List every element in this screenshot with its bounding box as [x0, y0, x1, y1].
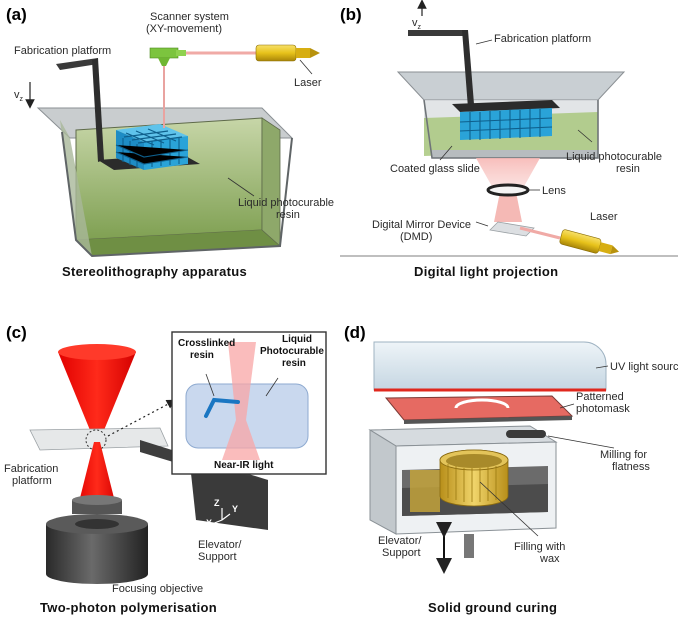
sgc-elevator-label-1: Elevator/	[378, 535, 422, 547]
panel-b-letter: (b)	[340, 5, 362, 24]
dlp-optics	[476, 158, 561, 240]
sla-scanner-label-1: Scanner system	[150, 11, 229, 23]
sgc-elevator-shaft	[464, 534, 474, 558]
tpp-focal-spot	[85, 429, 107, 451]
dlp-laser-label: Laser	[590, 211, 618, 223]
dlp-dmd	[489, 221, 535, 237]
tpp-elevator-label-1: Elevator/	[198, 539, 242, 551]
sgc-milling-label-2: flatness	[612, 461, 650, 473]
tpp-elevator-label-2: Support	[198, 551, 237, 563]
tpp-liquid-label-2: Photocurable	[260, 346, 324, 357]
tpp-crosslinked-label-2: resin	[190, 350, 214, 361]
dlp-printed-lattice	[459, 108, 553, 140]
panel-d: (d)	[344, 323, 678, 615]
sgc-wax-label-1: Filling with	[514, 541, 565, 553]
sgc-uv-label: UV light source	[610, 361, 678, 373]
sgc-wax-part	[439, 449, 509, 507]
sgc-uv-light-source	[373, 341, 607, 392]
tpp-platform-label-1: Fabrication	[4, 463, 58, 475]
dlp-resin-label-2: resin	[616, 163, 640, 175]
panel-b-caption: Digital light projection	[414, 264, 558, 279]
sgc-mask-label-1: Patterned	[576, 391, 624, 403]
sla-scanner-label-2: (XY-movement)	[146, 23, 222, 35]
dlp-lens-label: Lens	[542, 185, 566, 197]
tpp-liquid-label-3: resin	[282, 358, 306, 369]
tpp-liquid-label-1: Liquid	[282, 334, 312, 345]
dlp-vz-label: vz	[412, 17, 422, 31]
tpp-axis-z: Z	[214, 498, 220, 508]
dlp-dmd-label-2: (DMD)	[400, 231, 432, 243]
tpp-axis-x: X	[206, 518, 212, 528]
sgc-wax-label-2: wax	[539, 553, 560, 565]
sla-laser	[255, 44, 320, 62]
sgc-milling-roller	[506, 430, 546, 438]
tpp-focusing-objective	[46, 495, 148, 584]
panel-d-caption: Solid ground curing	[428, 600, 557, 615]
sgc-milling-label-1: Milling for	[600, 449, 647, 461]
sgc-mask-label-2: photomask	[576, 403, 630, 415]
panel-c-letter: (c)	[6, 323, 27, 342]
dlp-lens	[486, 183, 530, 197]
panel-c-caption: Two-photon polymerisation	[40, 600, 217, 615]
dlp-dmd-label-1: Digital Mirror Device	[372, 219, 471, 231]
panel-a-letter: (a)	[6, 5, 27, 24]
sla-laser-label: Laser	[294, 77, 322, 89]
dlp-resin-label-1: Liquid photocurable	[566, 151, 662, 163]
tpp-objective-label: Focusing objective	[112, 583, 203, 595]
tpp-inset: Crosslinked resin Liquid Photocurable re…	[171, 331, 327, 475]
panel-d-letter: (d)	[344, 323, 366, 342]
tpp-upper-beam-cone	[58, 352, 136, 440]
tpp-nearir-label: Near-IR light	[214, 460, 274, 471]
sla-resin-label-2: resin	[276, 209, 300, 221]
sgc-photomask	[384, 395, 574, 424]
panel-c: (c) Z X Y	[4, 323, 327, 615]
panel-a-caption: Stereolithography apparatus	[62, 264, 247, 279]
panel-a: (a)	[6, 5, 334, 279]
panel-b: (b)	[340, 0, 678, 279]
sgc-elevator-label-2: Support	[382, 547, 421, 559]
tpp-platform-label-2: platform	[12, 475, 52, 487]
dlp-platform-label: Fabrication platform	[494, 33, 591, 45]
tpp-glass-slide	[29, 427, 169, 451]
tpp-axis-y: Y	[232, 504, 238, 514]
sla-vz-label: vz	[14, 89, 24, 103]
dlp-laser	[559, 229, 620, 255]
sla-printed-lattice	[115, 124, 189, 170]
sla-resin-label-1: Liquid photocurable	[238, 197, 334, 209]
dlp-glass-label: Coated glass slide	[390, 163, 480, 175]
sla-scanner-system	[149, 47, 256, 128]
tpp-crosslinked-label-1: Crosslinked	[178, 338, 235, 349]
sla-platform-label: Fabrication platform	[14, 45, 111, 57]
